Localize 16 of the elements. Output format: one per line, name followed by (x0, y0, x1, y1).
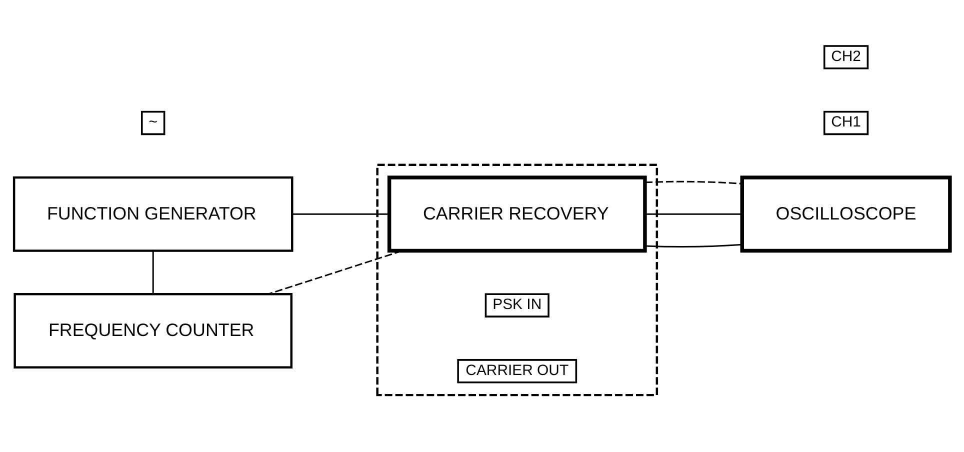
label: CARRIER OUT (466, 361, 569, 378)
connector (645, 212, 742, 214)
label: ~ (148, 113, 158, 130)
label: CH2 (831, 47, 861, 64)
node-box: FUNCTION GENERATOR (12, 176, 294, 252)
node-box: CARRIER RECOVERY (387, 175, 647, 252)
label: PSK IN (492, 296, 542, 313)
connector (268, 250, 402, 294)
node-box: FREQUENCY COUNTER (14, 292, 292, 368)
label: CH1 (831, 113, 861, 130)
node-box: OSCILLOSCOPE (740, 175, 952, 252)
connector (292, 212, 389, 214)
connector (645, 180, 742, 184)
cluster (376, 163, 658, 396)
connector (645, 243, 742, 247)
connector (152, 250, 154, 294)
